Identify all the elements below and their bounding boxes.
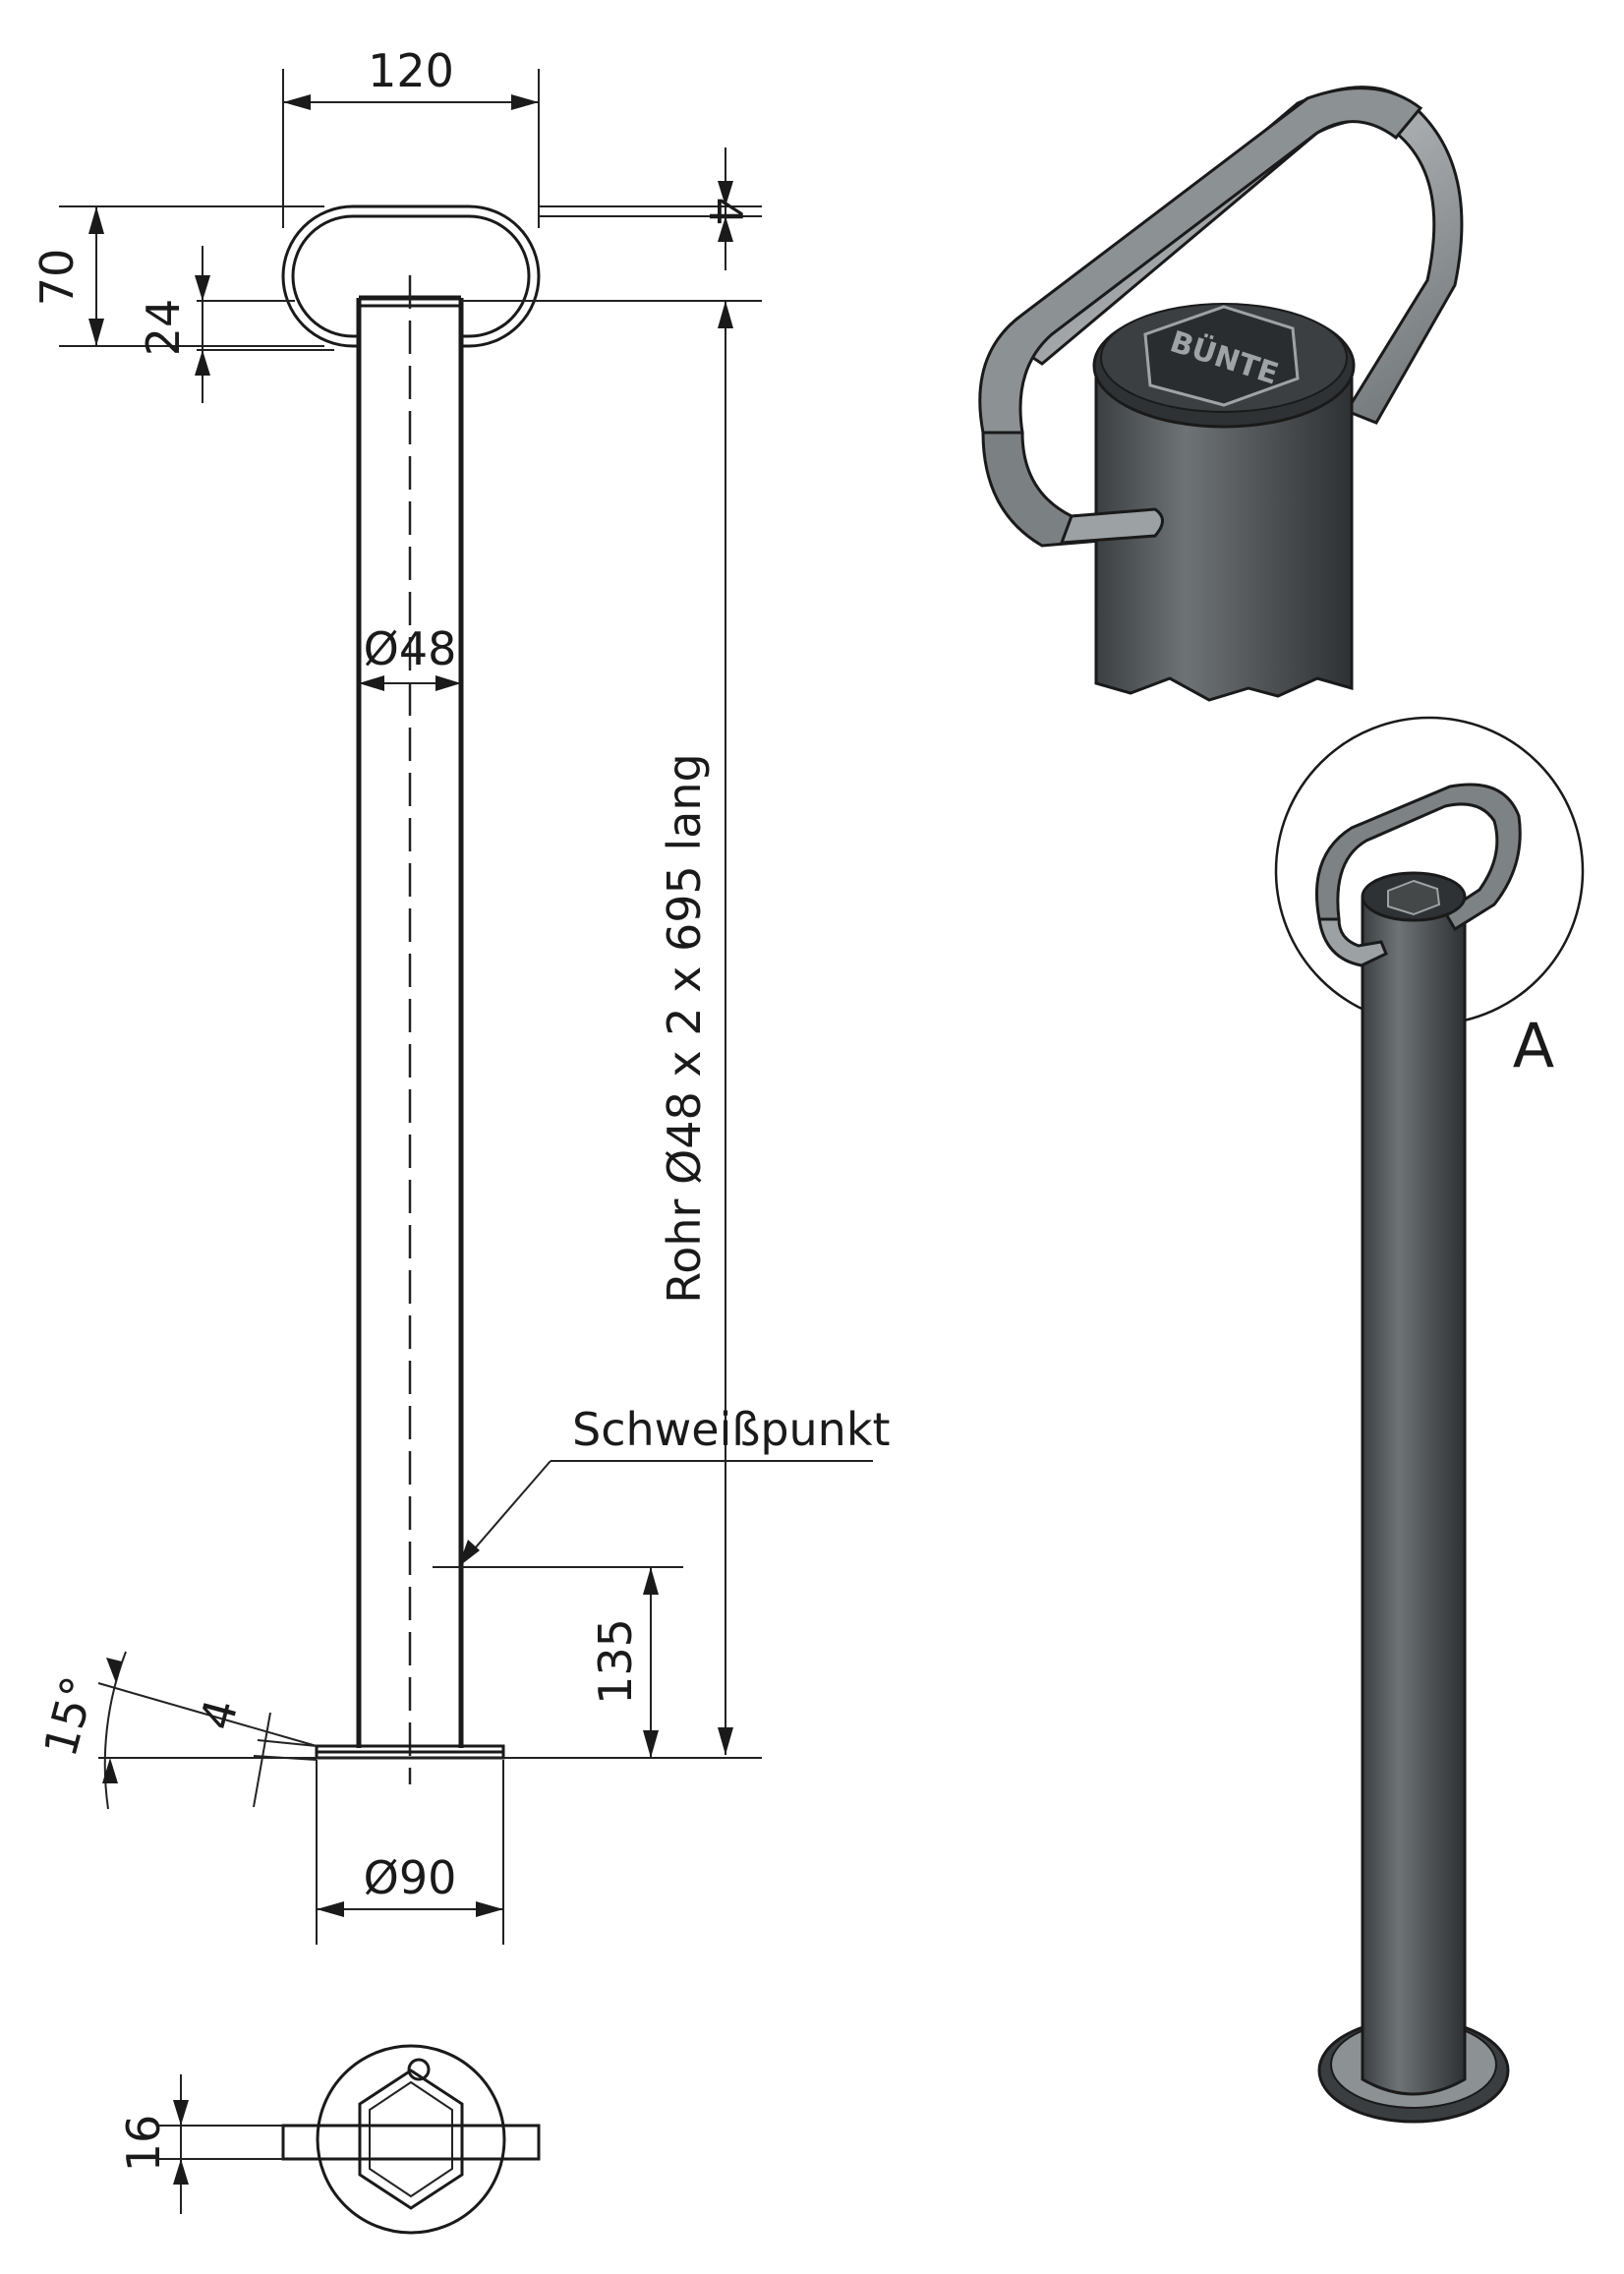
dim-base-diameter: Ø90 xyxy=(316,1760,504,1945)
dim-base-diameter-text: Ø90 xyxy=(364,1851,457,1904)
weld-callout: Schweißpunkt xyxy=(458,1403,891,1567)
dim-handle-inner-text: 24 xyxy=(137,299,190,357)
dim-base-thickness: 4 xyxy=(190,1694,318,1808)
detail-tube xyxy=(1094,377,1354,702)
detail-label: A xyxy=(1513,1010,1554,1081)
weld-label: Schweißpunkt xyxy=(572,1403,891,1456)
bottom-view: 16 xyxy=(117,2044,541,2235)
dim-base-thickness-text: 4 xyxy=(190,1694,249,1735)
front-view: 120 70 24 4 xyxy=(30,44,891,1945)
dim-handle-height-text: 70 xyxy=(30,249,84,307)
dim-handle-height: 70 xyxy=(30,205,324,347)
dim-tube-length: Rohr Ø48 x 2 x 695 lang xyxy=(658,301,733,1755)
dim-tube-diameter-text: Ø48 xyxy=(364,622,457,675)
dim-bottom-width-text: 16 xyxy=(117,2115,170,2173)
dim-handle-width: 120 xyxy=(282,44,540,228)
full-tube xyxy=(1361,898,1467,2096)
dim-handle-thickness-text: 4 xyxy=(699,197,752,225)
dim-handle-thickness: 4 xyxy=(539,147,762,270)
dim-weld-height: 135 xyxy=(433,1566,683,1758)
dim-handle-width-text: 120 xyxy=(368,44,454,97)
dim-tube-diameter: Ø48 xyxy=(359,622,461,691)
dim-handle-inner: 24 xyxy=(137,246,334,403)
dim-bottom-width: 16 xyxy=(117,2074,283,2214)
dim-tube-length-text: Rohr Ø48 x 2 x 695 lang xyxy=(658,753,711,1303)
full-3d-view: A xyxy=(1274,716,1585,2124)
dim-base-angle-text: 15° xyxy=(33,1670,105,1762)
full-handle-loop xyxy=(1315,783,1522,932)
dim-base-angle: 15° xyxy=(33,1651,318,1810)
detail-3d-view: BÜNTE xyxy=(978,86,1464,702)
dim-weld-height-text: 135 xyxy=(589,1618,642,1705)
